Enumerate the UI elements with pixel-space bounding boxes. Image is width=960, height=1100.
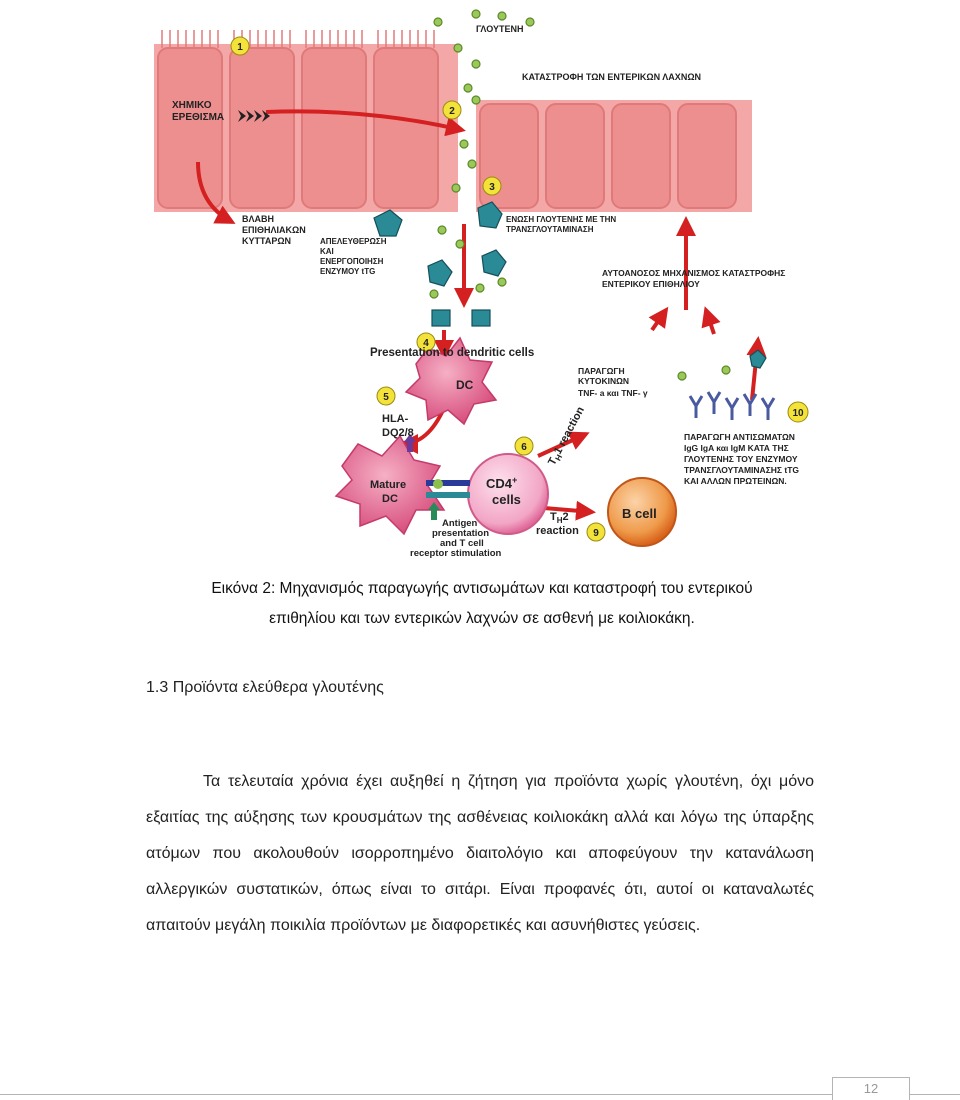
receptor-complex-icon [404, 434, 470, 520]
step-3-label: 3 [489, 182, 495, 193]
antibodies-label-2: IgG IgA και IgM ΚΑΤΑ ΤΗΣ [684, 443, 789, 453]
b-cell [607, 477, 677, 547]
caption-line-1: Εικόνα 2: Μηχανισμός παραγωγής αντισωμάτ… [211, 580, 753, 597]
th2-reaction-label: reaction [536, 525, 579, 537]
body-paragraph: Τα τελευταία χρόνια έχει αυξηθεί η ζήτησ… [146, 773, 814, 934]
chemical-stimulus-label-2: ΕΡΕΘΙΣΜΑ [172, 112, 224, 123]
step-4-label: 4 [423, 338, 429, 349]
damaged-epithelium [476, 100, 752, 212]
step-6-label: 6 [521, 442, 527, 453]
step-5-label: 5 [383, 392, 389, 403]
dc-label: DC [456, 378, 474, 392]
step-1-label: 1 [237, 42, 243, 53]
b-cell-label: B cell [622, 506, 657, 521]
enzyme-release-label-3: ΕΝΕΡΓΟΠΟΙΗΣΗ [320, 257, 384, 266]
figure-caption: Εικόνα 2: Μηχανισμός παραγωγής αντισωμάτ… [146, 574, 818, 634]
chemical-stimulus-label-1: ΧΗΜΙΚΟ [172, 100, 212, 111]
enzyme-release-label-4: ΕΝΖΥΜΟΥ tTG [320, 267, 375, 276]
enzyme-release-label-1: ΑΠΕΛΕΥΘΕΡΩΣΗ [320, 237, 387, 246]
cytokines-label-1: ΠΑΡΑΓΩΓΗ [578, 366, 625, 376]
cytokines-label-3: TNF- a και TNF- γ [578, 388, 648, 398]
autoimmune-label-2: ΕΝΤΕΡΙΚΟΥ ΕΠΙΘΗΛΙΟΥ [602, 279, 700, 289]
celiac-mechanism-figure: 1 2 3 4 5 6 9 10 ΓΛΟΥΤΕΝΗ ΚΑΤΑΣΤΡΟΦΗ ΤΩΝ… [146, 4, 818, 564]
section-heading: 1.3 Προϊόντα ελεύθερα γλουτένης [146, 679, 384, 696]
antibodies-label-1: ΠΑΡΑΓΩΓΗ ΑΝΤΙΣΩΜΑΤΩΝ [684, 432, 795, 442]
enzyme-release-label-2: ΚΑΙ [320, 247, 334, 256]
autoimmune-label-1: ΑΥΤΟΑΝΟΣΟΣ ΜΗΧΑΝΙΣΜΟΣ ΚΑΤΑΣΤΡΟΦΗΣ [602, 268, 785, 278]
th2-label: TH2 [550, 511, 569, 525]
antigen-label-1: Antigen [442, 518, 478, 529]
hla-label-1: HLA- [382, 413, 409, 425]
antigen-label-4: receptor stimulation [410, 548, 502, 559]
presentation-label: Presentation to dendritic cells [370, 347, 534, 359]
cytokines-label-2: ΚΥΤΟΚΙΝΩΝ [578, 376, 629, 386]
antibodies-label-5: ΚΑΙ ΑΛΛΩΝ ΠΡΩΤΕΙΝΩΝ. [684, 476, 787, 486]
ttg-enzyme-icon [373, 201, 767, 369]
epithelial-damage-label-2: ΕΠΙΘΗΛΙΑΚΩΝ [242, 225, 306, 235]
antibodies-label-3: ΓΛΟΥΤΕΝΗΣ ΤΟΥ ΕΝΖΥΜΟΥ [684, 454, 798, 464]
intact-epithelium [154, 30, 458, 212]
epithelial-damage-label-3: ΚΥΤΤΑΡΩΝ [242, 236, 291, 246]
mature-dc-label-1: Mature [370, 479, 406, 491]
antibodies-icon [688, 391, 776, 420]
caption-line-2: επιθηλίου και των εντερικών λαχνών σε ασ… [269, 610, 695, 627]
dendritic-cell [404, 336, 498, 426]
page-number: 12 [832, 1077, 910, 1100]
antigen-label-2: presentation [432, 528, 489, 539]
step-10-label: 10 [792, 408, 804, 419]
antibodies-label-4: ΤΡΑΝΣΓΛΟΥΤΑΜΙΝΑΣΗΣ tTG [684, 465, 799, 475]
step-9-label: 9 [593, 528, 599, 539]
hla-label-2: DQ2/8 [382, 427, 414, 439]
footer-divider [0, 1094, 960, 1095]
step-markers [230, 36, 809, 542]
stimulus-chevrons-icon [238, 110, 270, 122]
mature-dc-label-2: DC [382, 493, 398, 505]
villi-destruction-label: ΚΑΤΑΣΤΡΟΦΗ ΤΩΝ ΕΝΤΕΡΙΚΩΝ ΛΑΧΝΩΝ [522, 72, 701, 82]
cells-label: cells [492, 492, 521, 507]
gluten-binding-label-1: ΕΝΩΣΗ ΓΛΟΥΤΕΝΗΣ ΜΕ ΤΗΝ [506, 215, 616, 224]
step-2-label: 2 [449, 106, 455, 117]
epithelial-damage-label-1: ΒΛΑΒΗ [242, 214, 274, 224]
gluten-label: ΓΛΟΥΤΕΝΗ [476, 24, 523, 34]
cd4-label: CD4+ [486, 475, 517, 491]
antigen-label-3: and T cell [440, 538, 484, 549]
gluten-binding-label-2: ΤΡΑΝΣΓΛΟΥΤΑΜΙΝΑΣΗ [506, 225, 594, 234]
